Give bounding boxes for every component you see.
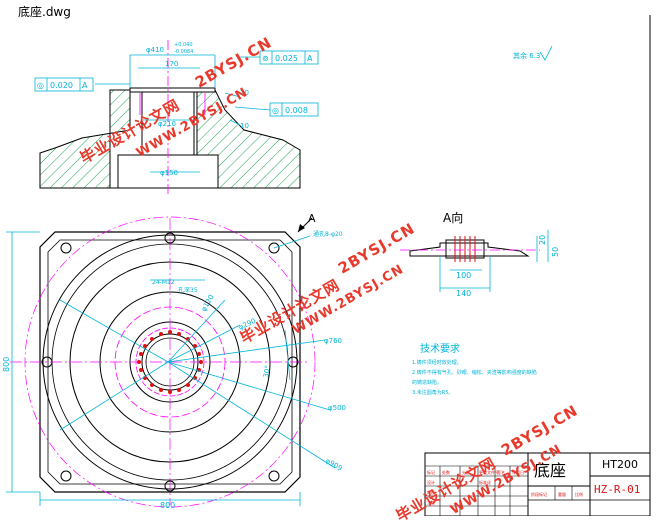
tb-label: 标记 [427, 469, 435, 475]
title-part-name: 底座 [534, 461, 566, 480]
tb-label: 工艺 [427, 500, 435, 505]
fcf-right-mid-symbol: ◎ [272, 106, 279, 115]
fcf-right-top-value: 0.025 [275, 54, 298, 63]
tb-label: 重量 [558, 491, 566, 497]
tb-label: 阶段标记 [531, 491, 547, 497]
a-dim-20: 20 [538, 235, 547, 245]
fcf-right-top-datum: A [307, 54, 313, 63]
file-title: 底座.dwg [18, 5, 71, 19]
dim-10: 10 [240, 122, 249, 130]
dim-760: φ760 [324, 337, 342, 345]
dim-30: 30° [262, 365, 272, 379]
dim-800-vertical: 800 [2, 357, 11, 372]
roughness-icon [539, 45, 553, 61]
fcf-left-symbol: ◎ [37, 81, 44, 90]
tol-lower: -0.0084 [174, 49, 193, 55]
fcf-right-top-frame [259, 50, 319, 65]
fcf-left-datum: A [82, 81, 88, 90]
title-drawing-no: HZ-R-01 [594, 483, 640, 496]
a-dim-100: 100 [456, 271, 471, 280]
tb-label: 审核 [427, 489, 435, 495]
roughness-note: 其余 6.3 [513, 51, 540, 60]
dim-20: 20 [240, 89, 249, 97]
title-block: 底座 HT200 HZ-R-01 标记 处数 分区 更改文件号 签名 年月日 设… [424, 452, 651, 516]
callout-holes: 通孔8-φ20 [313, 230, 343, 238]
fcf-right-top-symbol: ⊚ [262, 54, 269, 63]
tech-note-line: 的铸造缺陷。 [412, 379, 442, 386]
tech-notes-title: 技术要求 [420, 342, 460, 355]
dim-170: 170 [165, 60, 178, 68]
tb-label: 签名 [497, 469, 505, 475]
tech-note-line: 2.铸件不得有气孔、砂眼、缩松、夹渣等影响强度的缺陷 [412, 369, 537, 376]
dim-top: φ410 [146, 46, 164, 54]
tb-label: 设计 [427, 479, 435, 485]
tech-notes: 技术要求 1.铸件须经时效处理。 2.铸件不得有气孔、砂眼、缩松、夹渣等影响强度… [412, 342, 537, 396]
a-view-title: A向 [443, 210, 463, 225]
dim-909: φ909 [324, 457, 344, 473]
dim-120: φ120 [200, 293, 216, 313]
view-arrow-label: A [308, 212, 316, 225]
dim-500: φ500 [328, 404, 346, 412]
a-view: A向 100 140 20 50 [400, 210, 560, 298]
tech-note-line: 1.铸件须经时效处理。 [412, 359, 462, 366]
tech-note-line: 3.未注圆角为R5。 [412, 389, 453, 396]
fcf-left-frame [34, 77, 94, 92]
a-dim-50: 50 [551, 247, 560, 257]
fcf-right-mid-value: 0.008 [285, 106, 308, 115]
fcf-left-value: 0.020 [50, 81, 73, 90]
plan-view: A 通孔8-φ20 24-M12 孔深35 φ120 φ290 φ760 φ50… [2, 212, 346, 510]
front-section-view: φ410 +0.040 -0.0084 170 φ210 φ150 20 10 … [34, 40, 553, 195]
dim-150: φ150 [160, 169, 178, 177]
tol-upper: +0.040 [174, 42, 193, 48]
callout-small: 24-M12 [152, 279, 175, 286]
tb-label: 年月日 [512, 469, 524, 475]
bolt-hole-ring [137, 330, 203, 394]
dim-210: φ210 [158, 120, 176, 128]
dim-800-horizontal: 800 [160, 501, 175, 510]
a-dim-140: 140 [456, 289, 471, 298]
tb-label: 更改文件号 [479, 469, 499, 475]
tb-label: 标准化 [479, 479, 491, 485]
tb-label: 分区 [462, 469, 470, 475]
callout-depth: 孔深35 [178, 286, 198, 294]
tb-label: 比例 [575, 491, 583, 497]
tb-label: 处数 [442, 469, 450, 475]
title-material: HT200 [602, 458, 638, 471]
